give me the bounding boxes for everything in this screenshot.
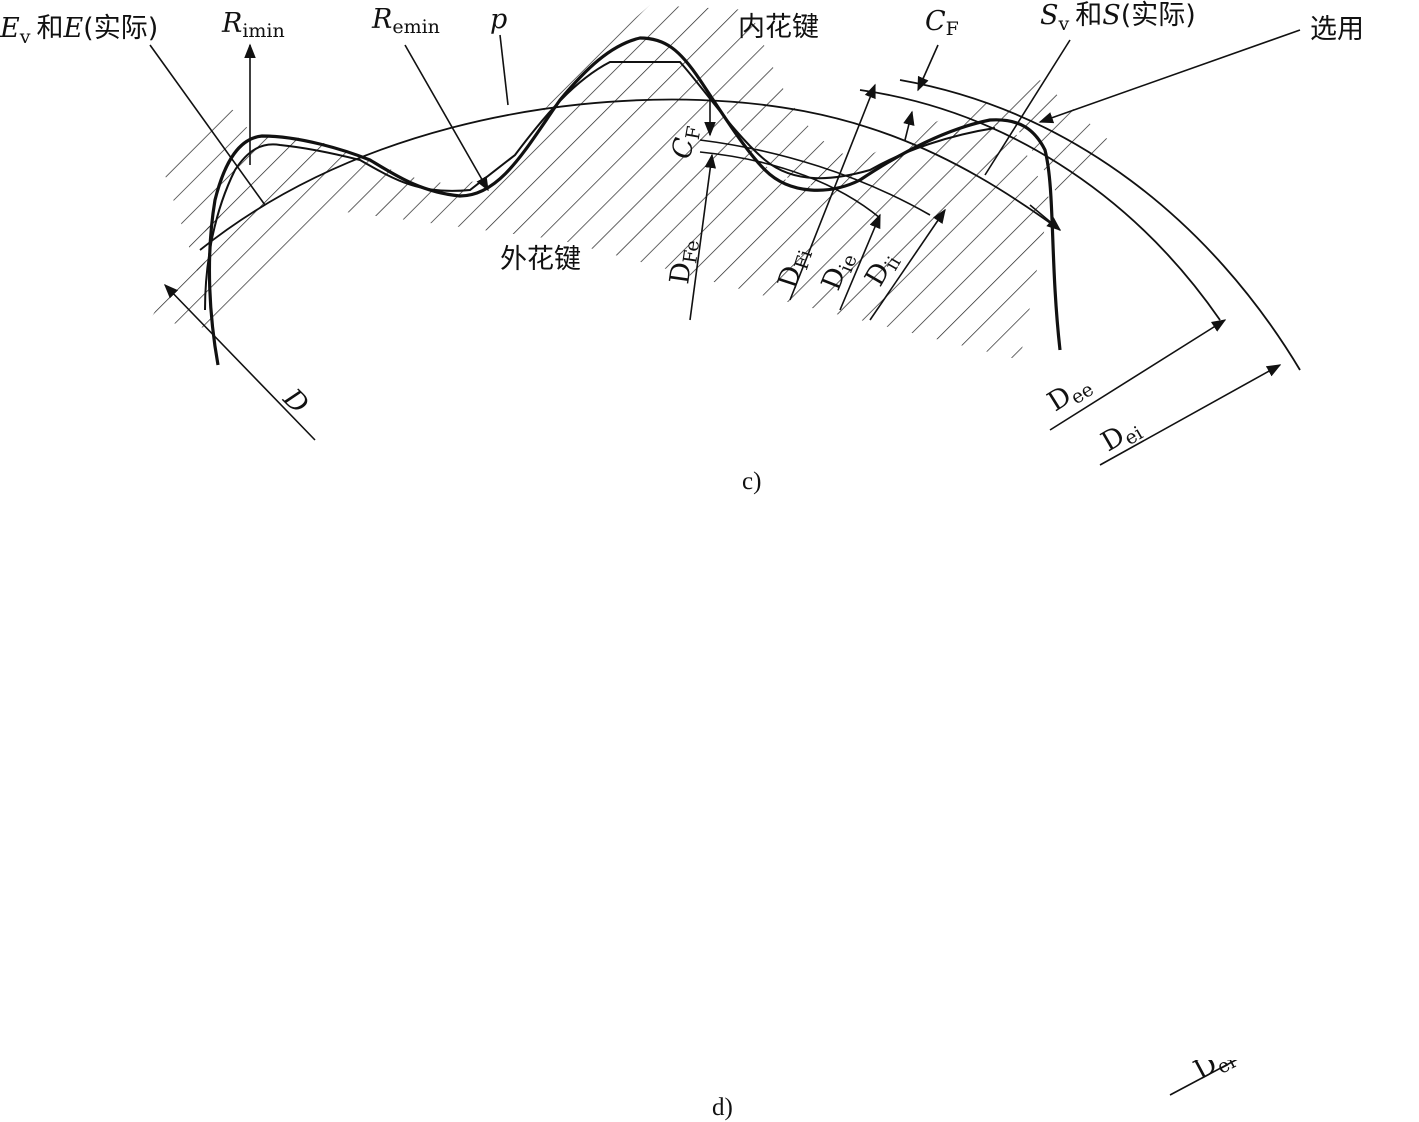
label-cf-side-c: CF [666, 122, 705, 161]
internal-spline-hatch-d [190, 545, 1250, 830]
dim-dei-c [1099, 364, 1282, 466]
label-dfe-c: DFe [664, 237, 704, 286]
dim-dee-c [1049, 319, 1227, 431]
leader-p-c [499, 34, 509, 106]
leader-select-d [1170, 605, 1340, 720]
root-arc-c [699, 139, 931, 216]
label-dfi-d: DFi [855, 854, 900, 903]
pitch-circle-d [220, 652, 1190, 800]
dim-die-d [905, 808, 965, 932]
external-profile-d [229, 582, 1210, 930]
dim-die-c [839, 213, 881, 311]
dim-sv-arrow-c [1029, 204, 1062, 231]
external-spline-hatch-c [150, 60, 1050, 360]
label-dee-c: Dee [1042, 368, 1097, 420]
dim-dii-d [950, 815, 1030, 952]
label-external-spline-d: 外花键 [528, 850, 609, 881]
major-arc-dei-c [899, 79, 1301, 371]
label-p-c: p [490, 4, 507, 35]
label-internal-spline-d: 内花键 [868, 572, 949, 603]
label-internal-spline-c: 内花键 [738, 12, 819, 43]
dim-dfi-c [789, 83, 876, 301]
leader-sv-c [984, 39, 1071, 176]
leader-cf-top-c [917, 44, 939, 92]
label-remin-c: Remin [371, 4, 440, 38]
major-arc-dei-d [1020, 630, 1415, 960]
label-cf-top-c: CF [925, 6, 959, 40]
dim-sv-arrow-d [1165, 812, 1195, 838]
dim-dfe-d [772, 750, 802, 912]
leader-cf-top-d [1015, 620, 1035, 670]
label-dfe-d: DFe [746, 831, 787, 881]
dim-d-c [163, 283, 316, 441]
leader-sv-d [1120, 605, 1150, 785]
label-d-c: D [276, 382, 314, 420]
leader-cf-top2-c [903, 110, 915, 141]
pitch-circle-c [199, 98, 1061, 251]
leader-p-d [575, 590, 580, 665]
leader-rimin-d [290, 585, 310, 740]
root-arc-d [780, 725, 1040, 815]
internal-profile-c [204, 61, 996, 311]
label-cf-top-d: CF [1007, 582, 1051, 625]
dim-dei-d [1169, 1060, 1238, 1096]
dim-dii-c [869, 208, 946, 321]
label-p-d: p [568, 556, 585, 587]
external-profile-c [207, 36, 1062, 366]
dim-dee-d [1110, 920, 1340, 1050]
label-cf-side-d: CF [766, 677, 805, 716]
label-die-d: Die [888, 867, 935, 917]
root-arc2-d [780, 740, 980, 808]
dim-dfi-d [880, 640, 972, 910]
label-d-d: D [299, 923, 337, 961]
label-selected-c: 选用 [1310, 14, 1364, 45]
leader-cf-top2-d [995, 685, 1005, 718]
external-spline-hatch-d [180, 600, 1200, 940]
caption-c: c) [742, 468, 761, 495]
label-rimin-c: Rimin [221, 8, 285, 42]
caption-d: d) [712, 1094, 733, 1121]
label-rimin-d: Rimin [231, 544, 295, 578]
leader-ev-c [149, 44, 266, 206]
label-dee-d: Dee [1153, 987, 1208, 1039]
internal-profile-d [218, 602, 1135, 840]
leader-select-c [1038, 29, 1301, 124]
leader-remin-d [480, 590, 550, 750]
label-selected-d: 选用 [1330, 578, 1384, 609]
label-remin-d: Remin [414, 554, 483, 588]
leader-remin-c [404, 44, 489, 192]
dim-dfe-c [689, 153, 716, 321]
dim-d-d [195, 835, 350, 1025]
label-dii-d: Dii [941, 891, 987, 937]
label-external-spline-c: 外花键 [500, 244, 581, 275]
root-arc2-c [699, 151, 881, 219]
major-arc-dee-c [859, 89, 1221, 321]
leader-ev-d [180, 585, 310, 760]
major-arc-dee-d [970, 635, 1350, 910]
